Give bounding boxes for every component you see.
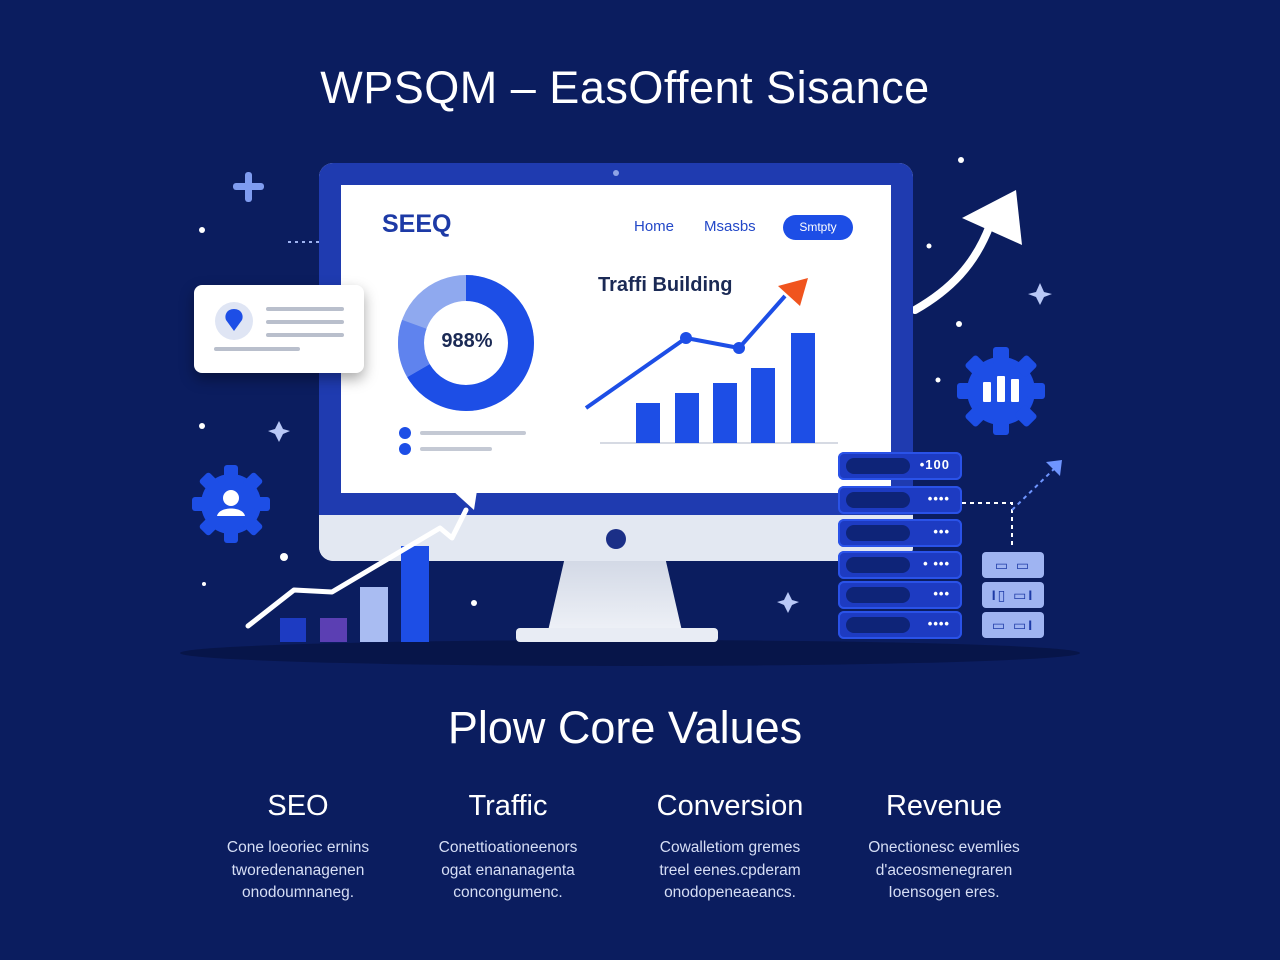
page-title: WPSQM – EasOffent Sisance [320,62,930,113]
power-button [606,529,626,549]
brand-logo: SEEQ [382,210,452,238]
chart-title: Traffi Building [598,274,733,296]
value-line: Ioensogen eres. [888,884,1000,901]
value-description: Onectionesc evemlies d'aceosmenegraren I… [834,837,1054,905]
value-description: Cowalletiom gremes treel eenes.cpderam o… [620,837,840,905]
value-heading: SEO [267,790,329,822]
value-line: Cone loeoriec ernins [226,839,370,856]
value-heading: Revenue [885,790,1003,822]
value-column-revenue: Revenue Onectionesc evemlies d'aceosmene… [834,790,1054,905]
value-line: Conettioationeenors [438,839,578,856]
traffic-trend-line [584,294,787,410]
floor-shadow [180,640,1080,666]
value-line: Onectionesc evemlies [868,839,1020,856]
star-sparkle-icon [268,283,1052,613]
value-line: onodopeneaeancs. [664,884,796,901]
donut-ring-main [398,275,534,411]
gear-chart-icon [957,347,1045,435]
section-title: Plow Core Values [447,702,803,753]
donut-chart [398,275,534,411]
traffic-bar [791,333,815,443]
growth-bars-graphic [245,484,478,642]
donut-ring-segment [398,275,534,411]
traffic-bar [713,383,737,443]
growth-arrow-icon [911,190,1022,314]
value-description: Cone loeoriec ernins tworedenanagenen on… [188,837,408,905]
value-column-traffic: Traffic Conettioationeenors ogat enanana… [398,790,618,905]
value-line: treel eenes.cpderam [659,861,801,879]
value-heading: Traffic [468,790,548,822]
value-line: ogat enananagenta [441,861,575,879]
donut-label: 988% [441,330,493,352]
value-heading: Conversion [656,790,804,822]
growth-bar [401,546,429,642]
monitor-foot [516,628,718,642]
traffic-bar [751,368,775,443]
monitor-stand [548,561,682,631]
growth-bar [280,618,306,642]
value-line: concongumenc. [453,884,563,901]
traffic-bar [636,403,660,443]
growth-line [245,507,469,629]
growth-bar [360,587,388,642]
profile-card-content [214,302,344,351]
growth-bar [320,618,347,642]
nav-link-home[interactable]: Home [634,218,675,235]
value-column-seo: SEO Cone loeoriec ernins tworedenanagene… [188,790,408,905]
legend-lines [399,427,526,455]
camera-dot [613,170,619,176]
nav-link-second[interactable]: Msasbs [704,218,756,235]
value-line: tworedenanagenen [231,861,365,879]
value-line: Cowalletiom gremes [659,839,801,856]
plus-sparkle-icon [233,172,264,202]
value-column-conversion: Conversion Cowalletiom gremes treel eene… [620,790,840,905]
value-description: Conettioationeenors ogat enananagenta co… [398,837,618,905]
traffic-chart [584,278,838,444]
traffic-bar [675,393,699,443]
trend-arrow-head [778,278,808,306]
growth-arrow-head [452,484,478,510]
value-line: onodoumnaneg. [241,884,355,901]
value-line: d'aceosmenegraren [875,861,1013,879]
floating-profile-card [194,285,364,373]
nav-cta-button[interactable]: Smtpty [783,215,853,240]
gear-user-icon [192,465,270,543]
